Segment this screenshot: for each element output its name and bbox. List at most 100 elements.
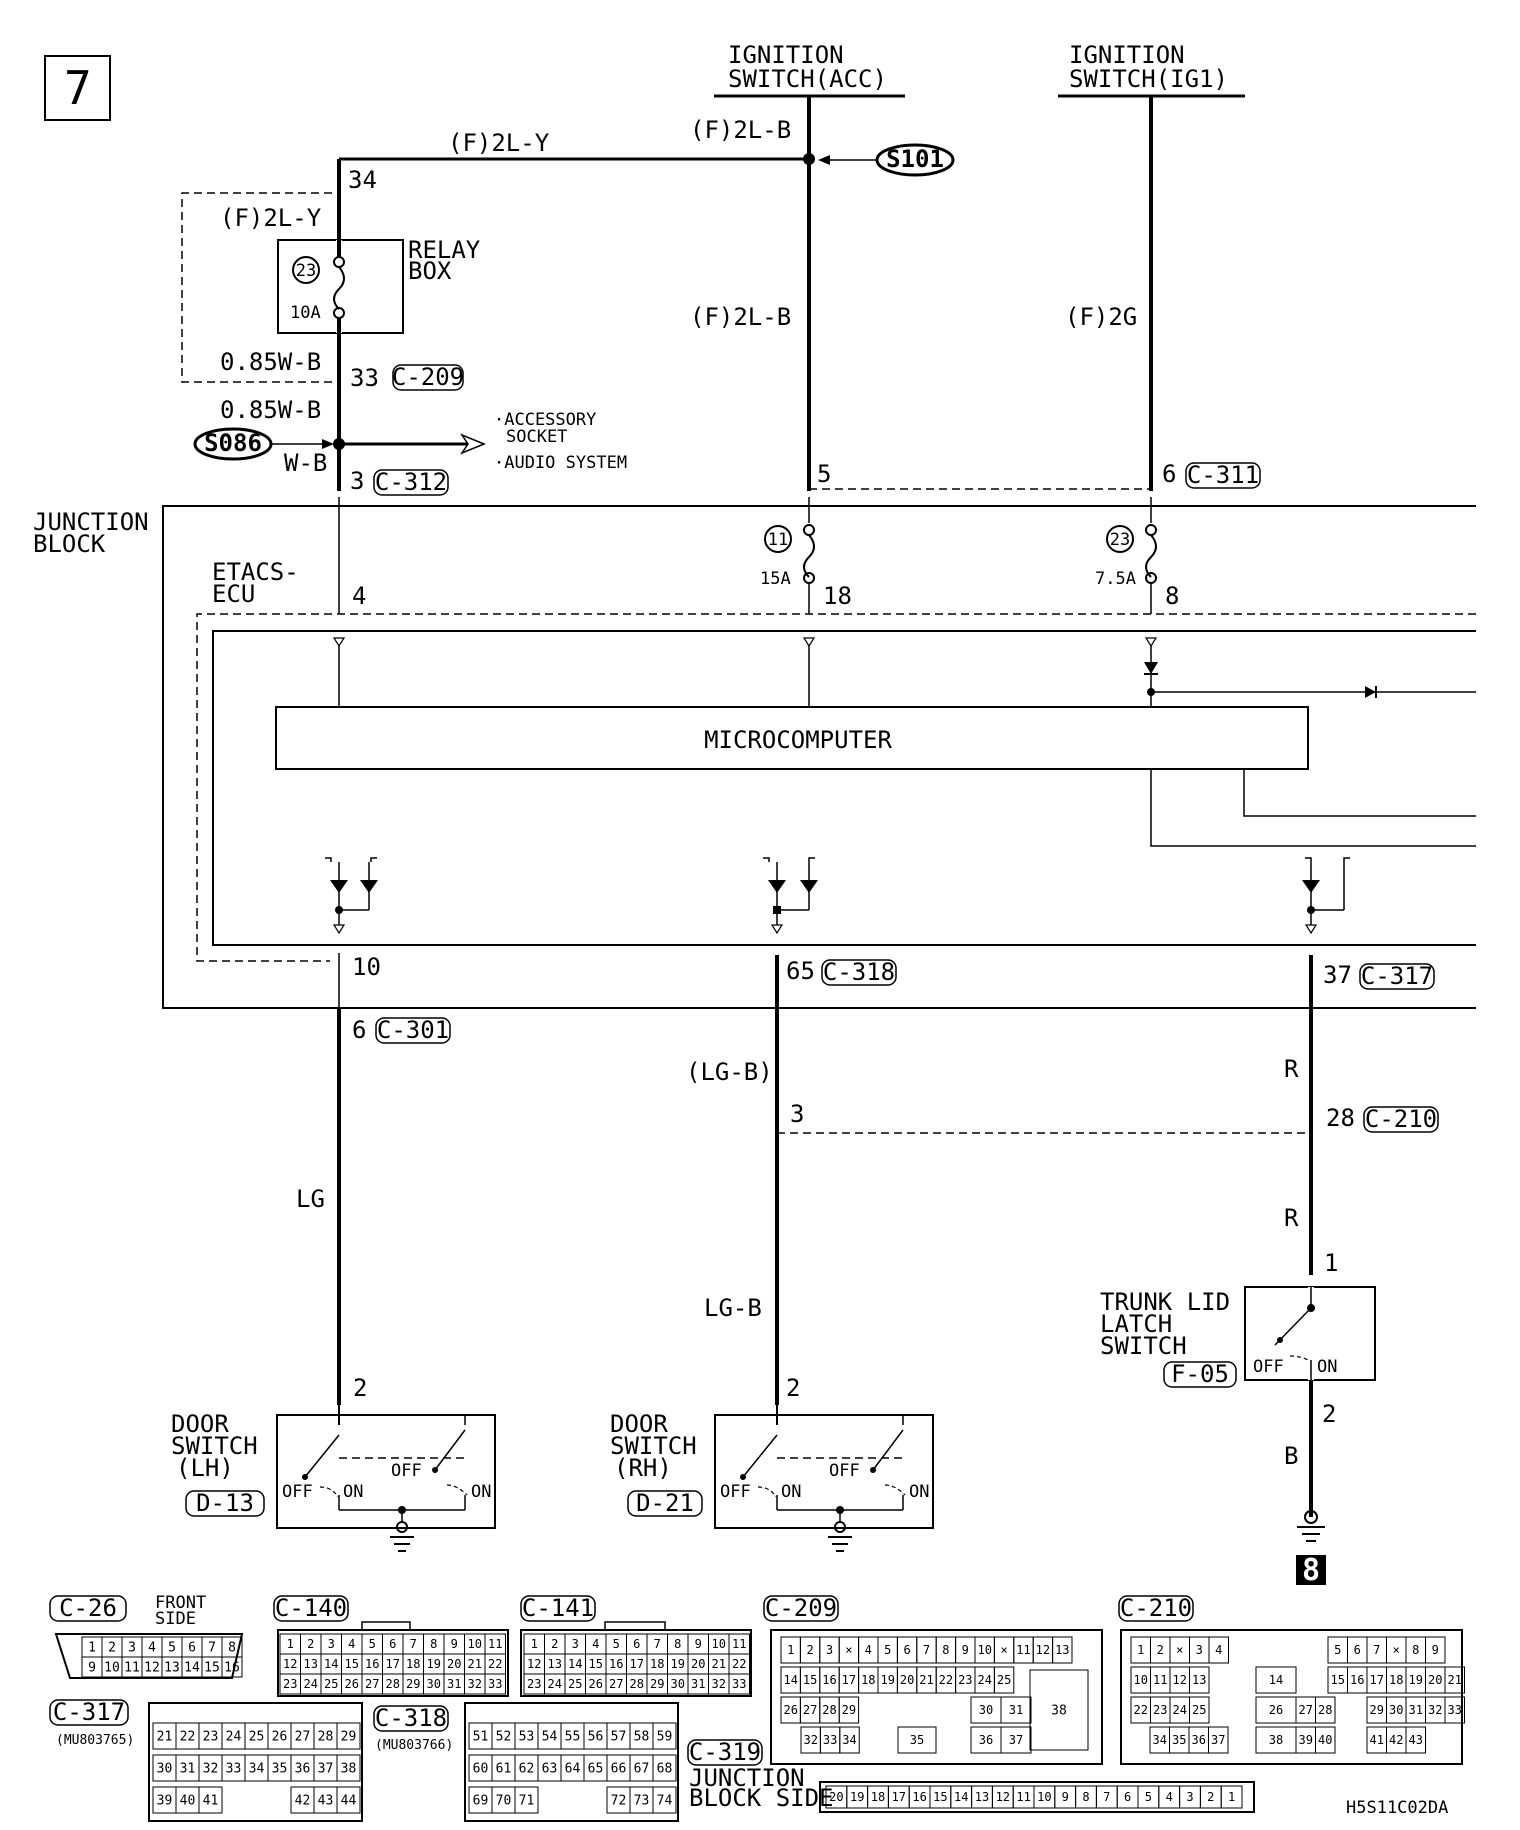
connector-pin-label: 16 [1350, 1673, 1364, 1687]
connector-pin-label: 27 [1299, 1703, 1313, 1717]
connector-pin-label: 12 [996, 1790, 1010, 1804]
c209b-tag [763, 1595, 839, 1622]
next-page-number: 8 [1302, 1553, 1320, 1588]
c140-latch [361, 1621, 411, 1631]
connector-pin-label: 28 [386, 1677, 400, 1691]
c141-latch [604, 1621, 666, 1631]
etacs-label-1: ETACS- [212, 558, 299, 586]
connector-pin-label: 56 [588, 1730, 604, 1745]
connector-pin-label: 22 [939, 1673, 953, 1687]
pin-34: 34 [348, 166, 377, 194]
connector-pin-cell [1220, 1785, 1243, 1809]
connector-pin-label: 63 [542, 1762, 558, 1777]
connector-pin-cell [897, 1726, 937, 1754]
next-page-box [1296, 1555, 1326, 1585]
connector-pin-label: 3 [826, 1643, 833, 1657]
connector-pin-label: 42 [1389, 1733, 1403, 1747]
connector-pin-label: 26 [783, 1703, 797, 1717]
connector-pin-label: 31 [1009, 1703, 1023, 1717]
connector-pin-label: 32 [712, 1677, 726, 1691]
connector-pin-label: 14 [954, 1790, 968, 1804]
connector-pin-cell [1000, 1696, 1032, 1724]
wire-label-r2: R [1284, 1204, 1299, 1232]
c141-tag [520, 1595, 596, 1622]
rh-on-1: ON [781, 1482, 801, 1502]
pin-6b: 6 [352, 1016, 366, 1044]
fuse23b-circle [1106, 525, 1134, 553]
etacs-inner-outline [212, 630, 1476, 946]
connector-pin-label: 14 [568, 1657, 582, 1671]
connector-pin-label: 5 [1145, 1790, 1152, 1804]
ground-icon [1297, 1526, 1325, 1542]
connector-pin-label: 7 [1103, 1790, 1110, 1804]
connector-pin-label: 30 [157, 1762, 173, 1777]
connector-pin-label: 31 [180, 1762, 196, 1777]
wire-label-b: B [1284, 1442, 1298, 1470]
connector-pin-label: 33 [488, 1677, 502, 1691]
connector-pin-label: 42 [295, 1794, 311, 1809]
connector-pin-label: 11 [1016, 1790, 1030, 1804]
connector-pin-label: 6 [1124, 1790, 1131, 1804]
connector-pin-label: 32 [468, 1677, 482, 1691]
connector-pin-label: 59 [657, 1730, 673, 1745]
connector-pin-label: 57 [611, 1730, 627, 1745]
trunk-label-2: LATCH [1100, 1310, 1172, 1338]
connector-pin-label: 41 [203, 1794, 219, 1809]
door-rh-label-2: SWITCH [610, 1432, 697, 1460]
connector-pin-label: 12 [527, 1657, 541, 1671]
c318b-tag [373, 1705, 449, 1732]
connector-pin-label: × [1176, 1643, 1183, 1657]
connector-pin-label: 21 [157, 1730, 173, 1745]
relay-label-1: RELAY [408, 236, 481, 264]
connector-pin-label: 18 [861, 1673, 875, 1687]
figure-code: H5S11C02DA [1346, 1798, 1448, 1818]
conn-c140: C-140 [275, 1594, 347, 1622]
ign-ig1-line2: SWITCH(IG1) [1069, 65, 1228, 93]
connector-pin-label: 7 [208, 1641, 216, 1656]
connector-pin-label: 36 [1192, 1733, 1206, 1747]
fuse11-icon [803, 534, 815, 578]
connector-pin-label: 19 [850, 1790, 864, 1804]
fuse11-terminal-top [803, 524, 815, 536]
conn-c311: C-311 [1187, 461, 1259, 489]
connector-pin-cell [336, 1722, 361, 1750]
c311-tag [1185, 462, 1261, 489]
connector-pin-label: 33 [732, 1677, 746, 1691]
connector-pin-cell [993, 1666, 1015, 1694]
connector-pin-label: 4 [1166, 1790, 1173, 1804]
fuse11-circle [764, 525, 792, 553]
c318-part: (MU803766) [375, 1738, 453, 1753]
switch-off: OFF [1253, 1357, 1284, 1377]
connector-pin-label: 22 [180, 1730, 196, 1745]
connector-pin-label: 68 [657, 1762, 673, 1777]
conn-c312: C-312 [375, 468, 447, 496]
connector-pin-label: 24 [226, 1730, 242, 1745]
connector-pin-label: 28 [1318, 1703, 1332, 1717]
front-side-2: SIDE [155, 1609, 196, 1629]
conn-c319: C-319 [689, 1738, 761, 1766]
connector-pin-label: 32 [1428, 1703, 1442, 1717]
conn-d13: D-13 [196, 1489, 254, 1517]
connector-pin-label: 41 [1370, 1733, 1384, 1747]
jb-side-1: JUNCTION [689, 1764, 805, 1792]
connector-pin-label: 27 [803, 1703, 817, 1717]
wire-label-2ly: (F)2L-Y [448, 129, 550, 157]
wire-label-lgb: LG-B [704, 1294, 762, 1322]
connector-pin-label: 10 [104, 1661, 120, 1676]
connector-pin-label: 19 [880, 1673, 894, 1687]
connector-pin-label: 29 [842, 1703, 856, 1717]
connector-pin-label: 7 [923, 1643, 930, 1657]
connector-pin-label: 4 [348, 1637, 355, 1651]
connector-pin-label: 31 [447, 1677, 461, 1691]
connector-pin-label: 2 [551, 1637, 558, 1651]
conn-c141: C-141 [522, 1594, 594, 1622]
pin-8: 8 [1165, 582, 1179, 610]
c26-shell [54, 1633, 244, 1679]
connector-pin-label: 28 [318, 1730, 334, 1745]
connector-pin-label: 6 [633, 1637, 640, 1651]
conn-c209b: C-209 [765, 1594, 837, 1622]
